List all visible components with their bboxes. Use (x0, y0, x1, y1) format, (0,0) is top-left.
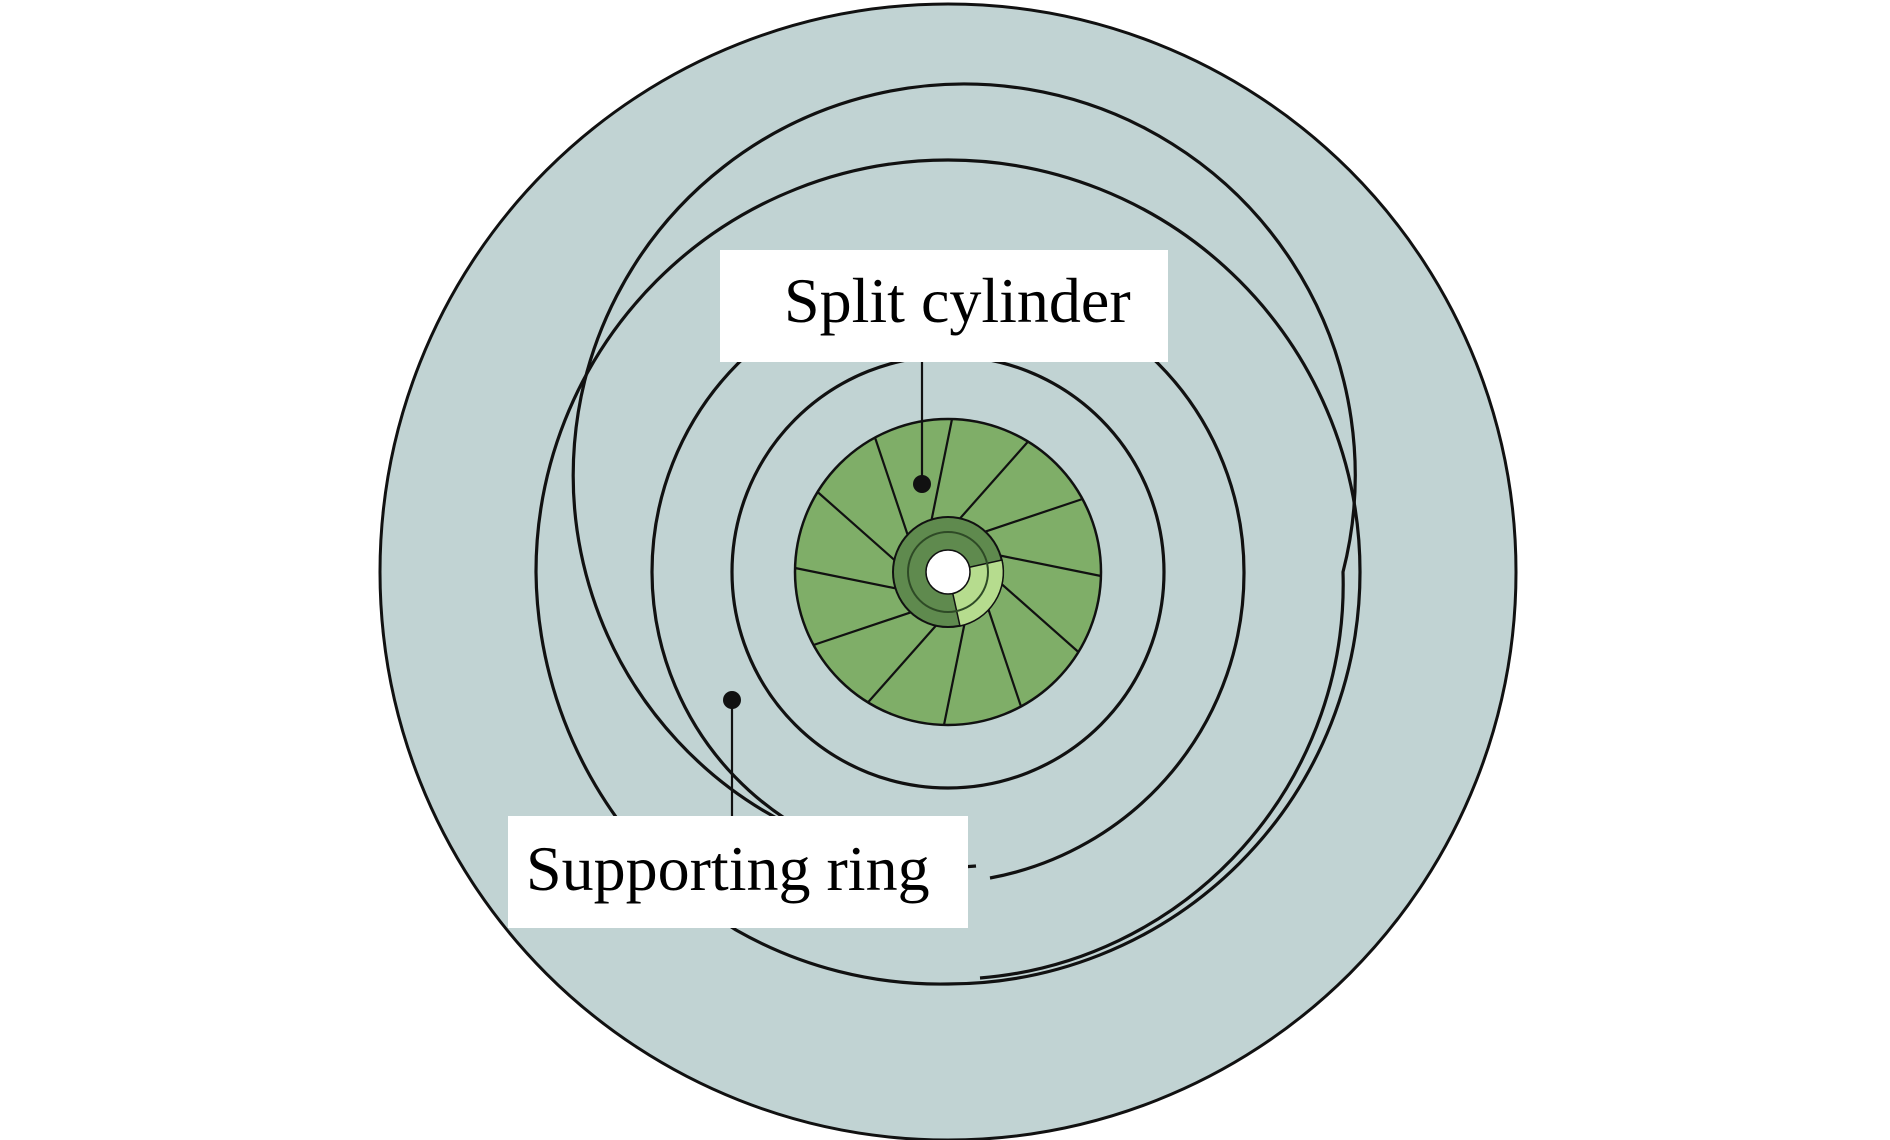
supporting-ring-label-box (508, 816, 968, 928)
split-cylinder-inner-shade (907, 531, 989, 613)
split-cylinder-segment-line (926, 418, 954, 538)
split-cylinder-segment-line (947, 440, 1029, 533)
split-cylinder-segment-line (987, 571, 1080, 653)
split-cylinder-leader-dot (913, 475, 931, 493)
split-cylinder-segment-line (967, 497, 1083, 539)
ring-line-1 (571, 82, 1357, 980)
split-cylinder-segment-line (981, 591, 1023, 707)
split-cylinder-segment-lines (794, 418, 1102, 726)
split-cylinder-segment-line (982, 550, 1102, 578)
ring-line-2 (534, 158, 1362, 986)
split-cylinder-segment-line (813, 605, 929, 647)
split-cylinder-segment-line (873, 437, 915, 553)
split-cylinder-segment-line (942, 606, 970, 726)
split-cylinder-segment-line (816, 491, 909, 573)
split-cylinder-label: Split cylinder (784, 265, 1131, 336)
supporting-ring-leader-dot (723, 691, 741, 709)
central-hole (925, 549, 971, 595)
split-cylinder-label-box (720, 250, 1168, 362)
supporting-ring-label: Supporting ring (526, 833, 930, 904)
split-cylinder-segment-line (794, 566, 914, 594)
split-cylinder-segment-line (867, 611, 949, 704)
split-cylinder (793, 417, 1103, 727)
